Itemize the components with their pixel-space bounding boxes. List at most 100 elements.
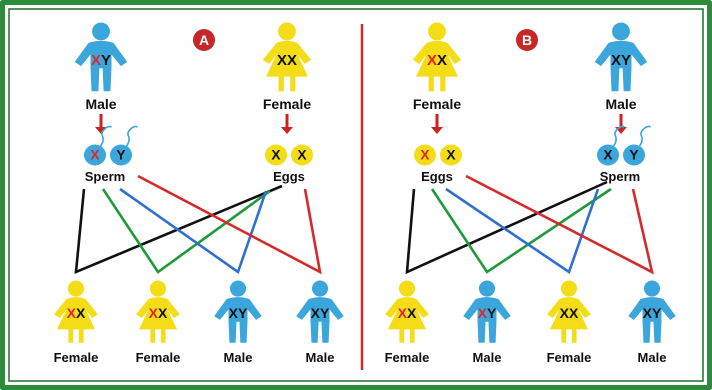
chromosome-x: X (287, 52, 297, 69)
chromosome-label: XX (427, 52, 447, 69)
chromosome-x: X (311, 305, 321, 321)
panel-badge: B (516, 29, 538, 51)
sperm-cell (84, 144, 106, 166)
male-leg-left (310, 320, 319, 343)
male-head (612, 22, 630, 41)
male-leg-left (228, 320, 237, 343)
parent-label: Female (263, 96, 311, 112)
chromosome-x: X (437, 52, 447, 69)
sperm-cell (623, 144, 645, 166)
sperm-tail (638, 125, 652, 147)
egg-cell (440, 144, 462, 166)
chromosome-label: XX (149, 305, 168, 321)
female-head (149, 280, 167, 297)
female-leg-right (160, 328, 166, 343)
arrow-head (281, 127, 293, 134)
chromosome-label: XX (67, 305, 86, 321)
male-leg-left (610, 67, 620, 92)
parent-label: Male (605, 96, 636, 112)
chromosome-x: X (149, 305, 159, 321)
female-leg-right (571, 328, 577, 343)
cell-chromosome: Y (116, 148, 125, 163)
chromosome-label: XY (478, 305, 497, 321)
female-head (428, 22, 446, 41)
offspring-label: Male (638, 350, 667, 365)
offspring-label: Female (136, 350, 181, 365)
female-head (67, 280, 85, 297)
chromosome-label: XY (643, 305, 662, 321)
male-leg-right (653, 320, 662, 343)
chromosome-x: X (76, 305, 86, 321)
arrow-head (431, 127, 443, 134)
chromosome-x: X (407, 305, 417, 321)
female-leg-right (290, 75, 296, 92)
chromosome-label: XX (560, 305, 579, 321)
chromosome-x: X (478, 305, 488, 321)
down-arrow (281, 114, 293, 134)
sperm-cell (597, 144, 619, 166)
male-leg-right (488, 320, 497, 343)
female-dress (262, 40, 312, 77)
chromosome-x: X (229, 305, 239, 321)
male-torso (214, 297, 262, 322)
sperm-tail (125, 125, 139, 147)
sperm-tail (99, 125, 113, 147)
male-figure: XY Male (214, 280, 262, 365)
female-dress (412, 40, 462, 77)
male-head (229, 280, 247, 297)
pairing-polyline (101, 188, 271, 274)
sperm-cell (110, 144, 132, 166)
badge-letter: A (199, 32, 209, 48)
pairing-line (465, 174, 654, 275)
female-figure: XX Female (262, 22, 312, 112)
male-figure: XY Male (463, 280, 511, 365)
female-leg-left (68, 328, 74, 343)
female-dress (547, 297, 591, 330)
female-leg-right (78, 328, 84, 343)
cell-chromosome: X (420, 148, 430, 163)
pairing-polyline (465, 174, 654, 275)
male-head (643, 280, 661, 297)
female-leg-left (278, 75, 284, 92)
male-leg-right (321, 320, 330, 343)
egg-cell (265, 144, 287, 166)
offspring-label: Male (224, 350, 253, 365)
offspring-label: Male (473, 350, 502, 365)
chromosome-x: X (560, 305, 570, 321)
pairing-polyline (119, 187, 268, 275)
female-dress (136, 297, 180, 330)
male-torso (296, 297, 344, 322)
chromosome-x: X (158, 305, 168, 321)
chromosome-x: X (67, 305, 77, 321)
male-head (478, 280, 496, 297)
sperm-label: Sperm (600, 169, 640, 184)
pairing-line (445, 187, 600, 275)
female-dress (385, 297, 429, 330)
cell-chromosome: X (297, 148, 307, 163)
chromosome-label: XY (229, 305, 248, 321)
cell-chromosome: X (446, 148, 456, 163)
chromosome-x: X (643, 305, 653, 321)
chromosome-x: X (569, 305, 579, 321)
chromosome-x: X (91, 52, 101, 69)
chromosome-x: X (611, 52, 621, 69)
chromosome-label: XX (277, 52, 297, 69)
pairing-line (430, 187, 612, 274)
pairing-line (101, 188, 271, 274)
female-leg-left (561, 328, 567, 343)
female-figure: XX Female (136, 280, 181, 365)
female-head (278, 22, 296, 41)
cell-chromosome: X (90, 148, 100, 163)
eggs-label: Eggs (421, 169, 453, 184)
female-leg-right (409, 328, 415, 343)
female-leg-left (150, 328, 156, 343)
chromosome-y: Y (487, 305, 497, 321)
offspring-label: Female (385, 350, 430, 365)
chromosome-y: Y (101, 52, 111, 69)
chromosome-label: XY (91, 52, 111, 69)
